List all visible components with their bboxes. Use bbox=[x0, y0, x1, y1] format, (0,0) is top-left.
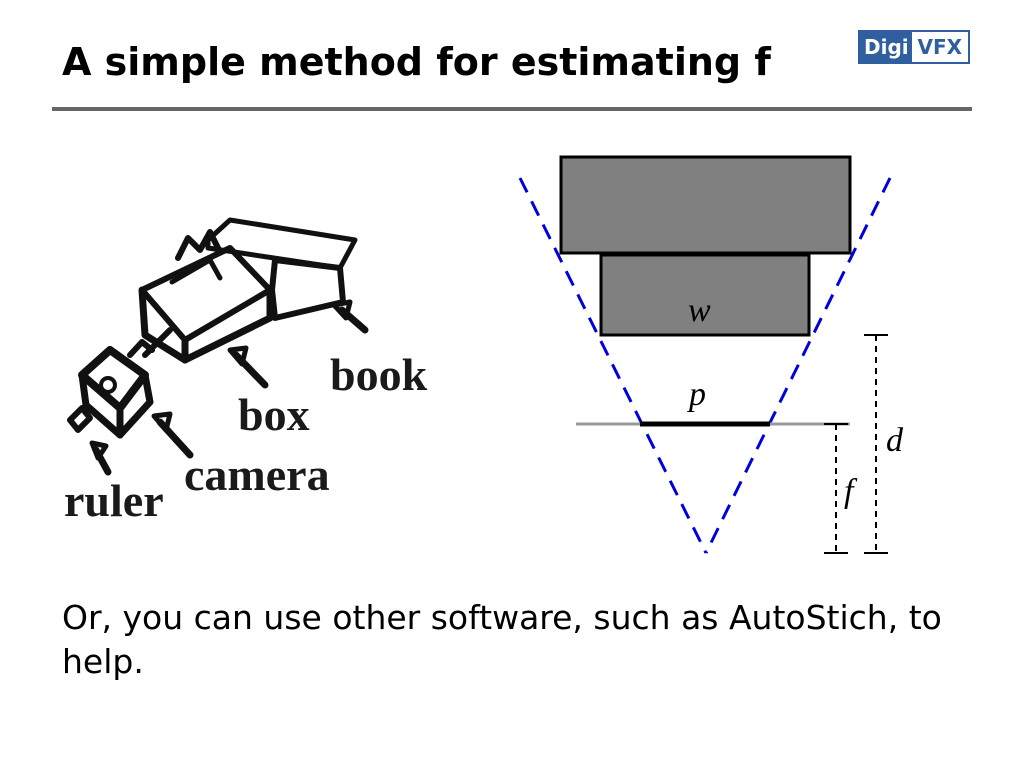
box-drawing bbox=[138, 229, 274, 364]
focal-length-diagram: w p d f bbox=[518, 155, 904, 554]
logo-text-vfx: VFX bbox=[911, 32, 968, 62]
book-label: book bbox=[330, 349, 428, 400]
p-label: p bbox=[687, 376, 706, 413]
slide-title: A simple method for estimating f bbox=[62, 40, 771, 84]
left-view-line bbox=[518, 177, 708, 554]
camera-label: camera bbox=[184, 449, 330, 500]
w-label: w bbox=[688, 292, 711, 329]
box-label: box bbox=[238, 389, 310, 440]
setup-sketch: book box camera ruler bbox=[64, 217, 428, 526]
book-block bbox=[559, 155, 852, 255]
d-label: d bbox=[886, 422, 904, 459]
ruler-drawing bbox=[67, 327, 173, 433]
body-text: Or, you can use other software, such as … bbox=[62, 598, 942, 681]
box-block bbox=[599, 253, 811, 337]
ruler-label: ruler bbox=[64, 475, 164, 526]
digivfx-logo: Digi VFX bbox=[858, 30, 970, 64]
f-label: f bbox=[844, 473, 858, 510]
right-view-line bbox=[704, 177, 892, 554]
label-arrows bbox=[89, 299, 369, 476]
logo-text-digi: Digi bbox=[860, 32, 912, 62]
camera-drawing bbox=[78, 339, 155, 439]
title-rule bbox=[52, 107, 972, 111]
